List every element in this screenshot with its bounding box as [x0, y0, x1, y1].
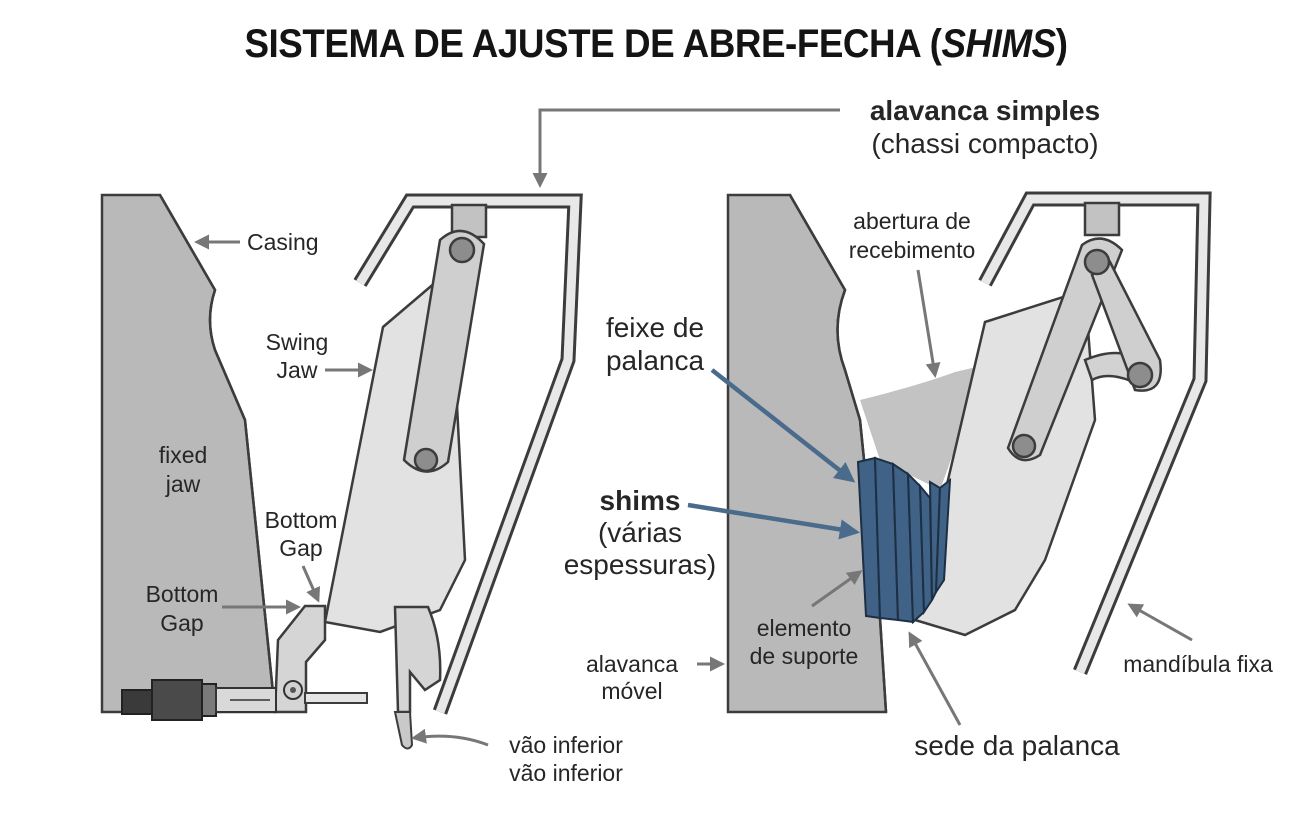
elemento-arrow [811, 570, 863, 608]
label-abertura-2: recebimento [849, 237, 976, 263]
shims-arrow [687, 502, 860, 540]
label-alavanca-movel-1: alavanca [586, 651, 678, 677]
right-lower-pin [1011, 433, 1037, 459]
micrometer-icon [121, 679, 303, 721]
alavanca-simples-arrow [532, 108, 840, 188]
title-italic: SHIMS [941, 22, 1056, 66]
feixe-arrow [710, 368, 856, 483]
diagram-title: SISTEMA DE AJUSTE DE ABRE-FECHA (SHIMS) [52, 22, 1259, 67]
labels: alavanca simples (chassi compacto) Casin… [146, 95, 1273, 786]
right-toggle-pin [1126, 361, 1154, 389]
right-top-bracket [1083, 201, 1121, 237]
label-casing: Casing [247, 229, 319, 255]
left-top-pin [448, 236, 476, 264]
left-assembly [100, 193, 583, 750]
right-casing-edge [788, 194, 888, 713]
label-feixe-1: feixe de [606, 312, 704, 343]
vao-inferior-arrow [411, 728, 489, 747]
label-alavanca-movel-2: móvel [601, 678, 662, 704]
label-vao-inferior-1: vão inferior [509, 732, 623, 758]
left-bottom-gap-piece [393, 605, 442, 714]
abertura-arrow [916, 269, 941, 378]
label-bottom-gap-b-2: Gap [160, 610, 203, 636]
label-shims-sub-1: (várias [598, 517, 682, 548]
right-top-pin [1083, 248, 1111, 276]
shims-stack [856, 456, 952, 625]
label-elemento-2: de suporte [750, 643, 859, 669]
label-fixed-jaw-2: jaw [165, 471, 201, 497]
title-main: SISTEMA DE AJUSTE DE ABRE-FECHA ( [244, 22, 942, 66]
gauge-rod [304, 692, 368, 704]
sede-arrow [908, 631, 962, 726]
label-swing-jaw-2: Jaw [277, 357, 318, 383]
label-bottom-gap-b-1: Bottom [146, 581, 219, 607]
left-casing-edge [158, 194, 277, 713]
label-bottom-gap-a-1: Bottom [265, 507, 338, 533]
label-chassi-compacto: (chassi compacto) [871, 128, 1098, 159]
left-lower-pin [413, 447, 439, 473]
label-fixed-jaw-1: fixed [159, 442, 208, 468]
right-link-arm-a [1006, 237, 1124, 462]
label-bottom-gap-a-2: Gap [279, 535, 322, 561]
label-abertura-1: abertura de [853, 208, 971, 234]
receiving-opening [860, 365, 985, 490]
label-feixe-2: palanca [606, 345, 705, 376]
label-shims: shims [600, 485, 681, 516]
leader-lines [194, 108, 1193, 747]
left-frame-inner [356, 196, 580, 714]
label-mandibula: mandíbula fixa [1123, 651, 1273, 677]
right-frame-inner [981, 194, 1209, 674]
right-link-arm-b [1090, 260, 1162, 392]
mandibula-arrow [1127, 603, 1193, 642]
label-alavanca-simples: alavanca simples [870, 95, 1100, 126]
left-link-arm [402, 229, 486, 473]
label-vao-inferior-2: vão inferior [509, 760, 623, 786]
left-tip [393, 711, 414, 750]
bottom-gap-upper-arrow [301, 565, 321, 603]
label-swing-jaw-1: Swing [266, 329, 329, 355]
label-sede: sede da palanca [914, 730, 1120, 761]
label-elemento-1: elemento [757, 615, 852, 641]
label-shims-sub-2: espessuras) [564, 549, 717, 580]
title-end: ) [1055, 22, 1068, 66]
